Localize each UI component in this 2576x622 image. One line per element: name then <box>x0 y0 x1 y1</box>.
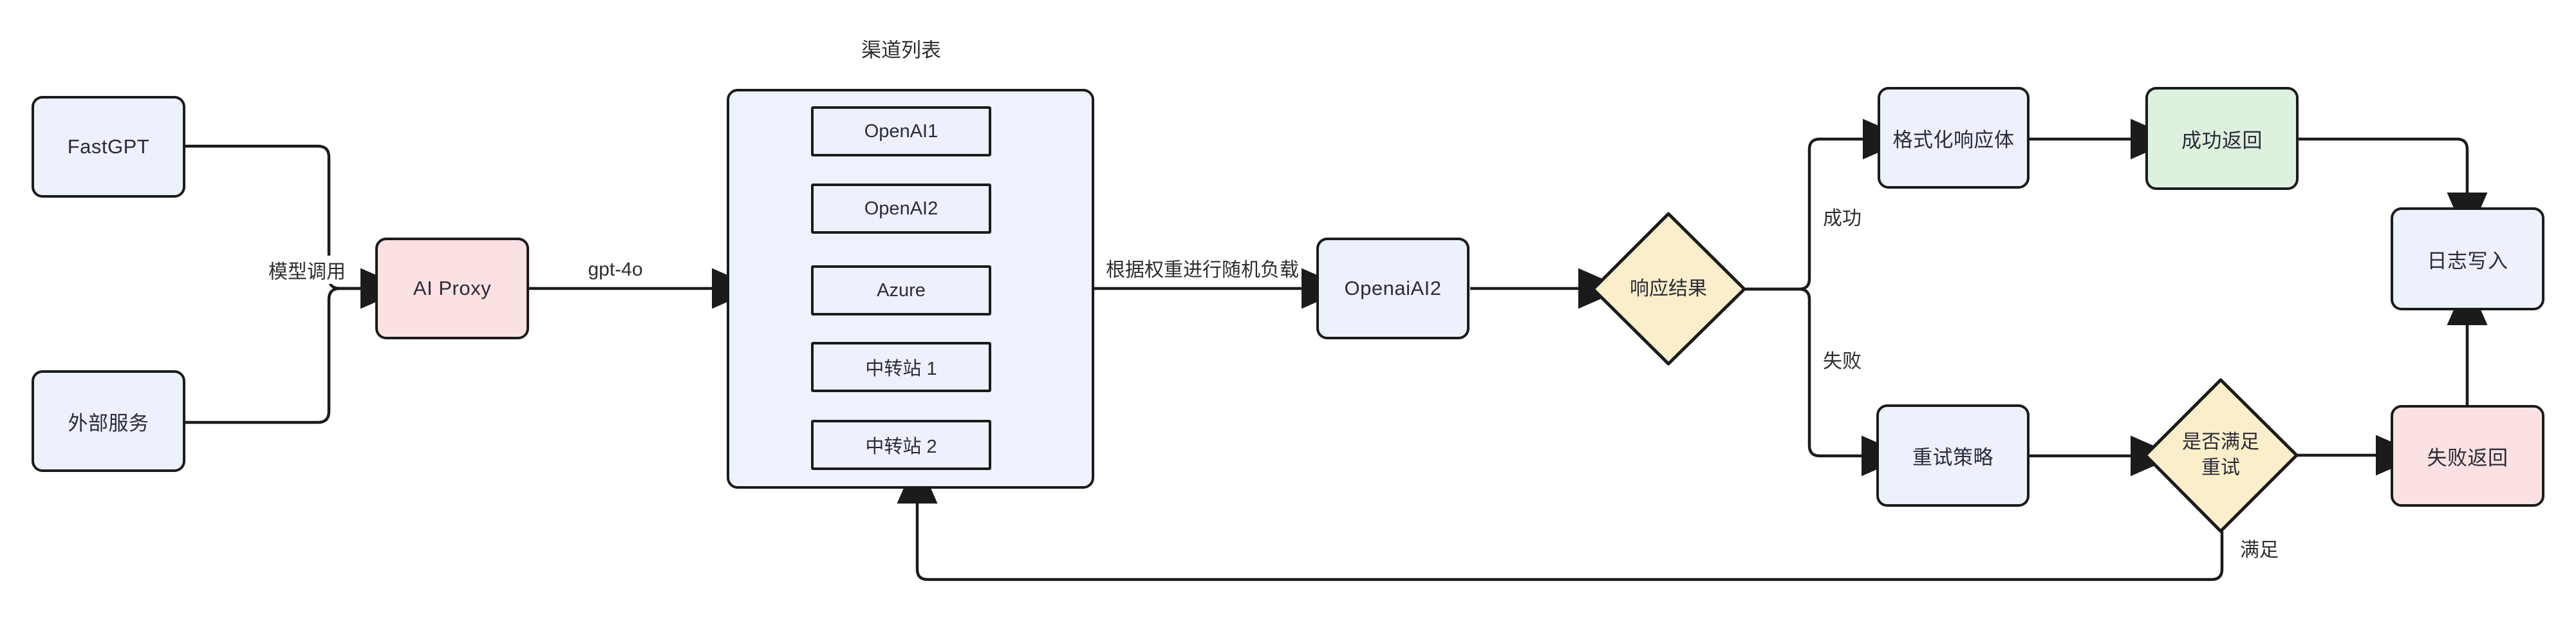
node-retry-strategy-label: 重试策略 <box>1912 446 1993 469</box>
node-retry-check: 是否满足 重试 <box>2182 429 2259 481</box>
node-format-response-label: 格式化响应体 <box>1892 128 2015 151</box>
edge-external-to-aiproxy <box>185 268 407 424</box>
retry-check-diamond <box>2143 378 2299 533</box>
node-success-return-label: 成功返回 <box>2181 129 2263 152</box>
node-success-return: 成功返回 <box>2145 87 2299 190</box>
channel-list-title: 渠道列表 <box>861 39 941 62</box>
node-response-result-label: 响应结果 <box>1630 278 1707 299</box>
channel-item-azure: Azure <box>811 265 991 316</box>
edge-label-gpt4o: gpt-4o <box>585 259 646 281</box>
edge-label-weighted-load: 根据权重进行随机负载 <box>1103 254 1302 282</box>
edge-check-feedback-to-channels <box>897 457 2224 581</box>
channel-item-openai2: OpenAI2 <box>811 184 991 234</box>
channel-item-openai1: OpenAI1 <box>811 106 991 156</box>
node-fastgpt-label: FastGPT <box>67 135 150 158</box>
edge-success-to-logwrite <box>2299 137 2488 239</box>
node-retry-strategy: 重试策略 <box>1876 404 2030 507</box>
channel-item-relay2-label: 中转站 2 <box>865 437 937 457</box>
node-ai-proxy-label: AI Proxy <box>413 277 492 299</box>
channel-item-openai1-label: OpenAI1 <box>864 120 938 142</box>
node-openai-ai2-label: OpenaiAI2 <box>1344 277 1442 299</box>
channel-item-azure-label: Azure <box>877 279 926 301</box>
channel-item-relay1: 中转站 1 <box>811 342 991 392</box>
node-openai-ai2: OpenaiAI2 <box>1316 238 1470 339</box>
edge-label-fail: 失败 <box>1820 345 1864 373</box>
node-external-service-label: 外部服务 <box>68 411 149 435</box>
node-ai-proxy: AI Proxy <box>375 238 529 339</box>
node-fastgpt: FastGPT <box>32 96 185 198</box>
node-retry-check-line2: 重试 <box>2201 457 2240 478</box>
channel-item-relay1-label: 中转站 1 <box>865 359 937 379</box>
channel-item-openai2-label: OpenAI2 <box>864 198 938 219</box>
edge-response-to-retry <box>1746 287 1908 476</box>
node-log-write: 日志写入 <box>2391 207 2544 310</box>
node-log-write-label: 日志写入 <box>2427 249 2508 272</box>
edge-label-satisfied: 满足 <box>2237 534 2281 562</box>
edge-label-model-call: 模型调用 <box>266 256 348 284</box>
node-fail-return: 失败返回 <box>2391 405 2544 507</box>
node-format-response: 格式化响应体 <box>1878 87 2030 189</box>
node-response-result: 响应结果 <box>1630 276 1707 302</box>
node-fail-return-label: 失败返回 <box>2427 446 2508 469</box>
response-result-diamond <box>1591 212 1746 366</box>
node-external-service: 外部服务 <box>32 370 185 472</box>
edge-label-success: 成功 <box>1820 202 1864 231</box>
channel-item-relay2: 中转站 2 <box>811 420 991 470</box>
node-retry-check-line1: 是否满足 <box>2182 431 2259 453</box>
